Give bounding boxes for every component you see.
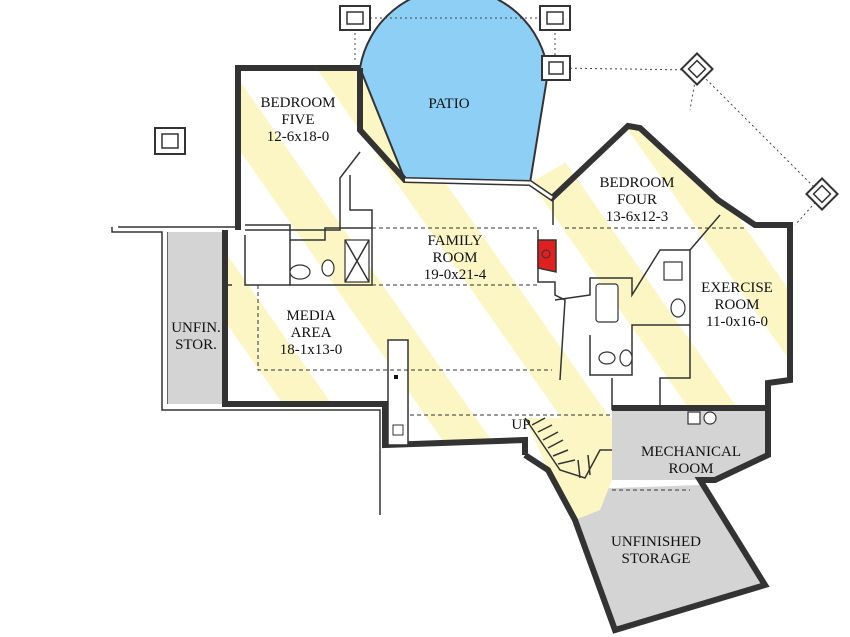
label-unfinished-storage: UNFINISHED STORAGE (611, 534, 701, 567)
pergola-post-2 (539, 5, 571, 31)
svg-text:13-6x12-3: 13-6x12-3 (606, 209, 669, 225)
label-unfin-stor: UNFIN. STOR. (171, 320, 221, 353)
svg-text:ROOM: ROOM (432, 250, 477, 266)
svg-text:18-1x13-0: 18-1x13-0 (280, 342, 343, 358)
dashed-room-outlines (257, 227, 745, 491)
label-bedroom-five: BEDROOM FIVE 12-6x18-0 (260, 95, 335, 145)
pergola-post-6 (805, 177, 839, 211)
svg-text:11-0x16-0: 11-0x16-0 (706, 314, 768, 330)
stair-area-fill (525, 418, 612, 520)
label-mechanical-room: MECHANICAL ROOM (641, 444, 741, 477)
svg-text:FIVE: FIVE (281, 112, 314, 128)
exterior-walls (222, 65, 793, 634)
svg-text:AREA: AREA (291, 325, 332, 341)
svg-text:ROOM: ROOM (714, 297, 759, 313)
svg-text:BEDROOM: BEDROOM (599, 175, 674, 191)
svg-text:BEDROOM: BEDROOM (260, 95, 335, 111)
svg-text:STOR.: STOR. (175, 337, 217, 353)
unfin-stor-fill (168, 232, 225, 404)
label-patio: PATIO (428, 96, 469, 112)
label-stairs-up: UP (511, 417, 530, 433)
svg-text:ROOM: ROOM (668, 461, 713, 477)
media-bar-counter (387, 339, 409, 446)
svg-text:UNFINISHED: UNFINISHED (611, 534, 701, 550)
svg-text:FAMILY: FAMILY (428, 233, 483, 249)
staircase[interactable] (524, 417, 612, 479)
water-heater (687, 411, 701, 425)
fireplace (537, 239, 557, 273)
pergola-post-3 (541, 55, 571, 81)
pergola-post-4 (154, 127, 186, 155)
label-bedroom-four: BEDROOM FOUR 13-6x12-3 (599, 175, 674, 225)
svg-text:MECHANICAL: MECHANICAL (641, 444, 741, 460)
bathroom-fixtures (289, 239, 686, 367)
label-media-area: MEDIA AREA 18-1x13-0 (280, 308, 343, 358)
pergola-post-5 (680, 52, 714, 86)
media-bar-post (394, 375, 398, 379)
label-family-room: FAMILY ROOM 19-0x21-4 (424, 233, 487, 283)
patio-shape (358, 0, 550, 185)
pergola-post-1 (339, 5, 371, 31)
svg-text:FOUR: FOUR (617, 192, 657, 208)
mechanical-room-fill (612, 410, 768, 480)
media-bar-sink (392, 424, 404, 436)
svg-text:12-6x18-0: 12-6x18-0 (267, 129, 330, 145)
svg-text:19-0x21-4: 19-0x21-4 (424, 267, 487, 283)
svg-text:UNFIN.: UNFIN. (171, 320, 221, 336)
svg-text:MEDIA: MEDIA (286, 308, 335, 324)
furnace (703, 411, 717, 425)
svg-text:STORAGE: STORAGE (622, 551, 691, 567)
svg-text:EXERCISE: EXERCISE (701, 280, 773, 296)
label-exercise-room: EXERCISE ROOM 11-0x16-0 (701, 280, 773, 330)
fireplace-grate (541, 249, 551, 259)
unfinished-storage-fill (560, 485, 765, 630)
